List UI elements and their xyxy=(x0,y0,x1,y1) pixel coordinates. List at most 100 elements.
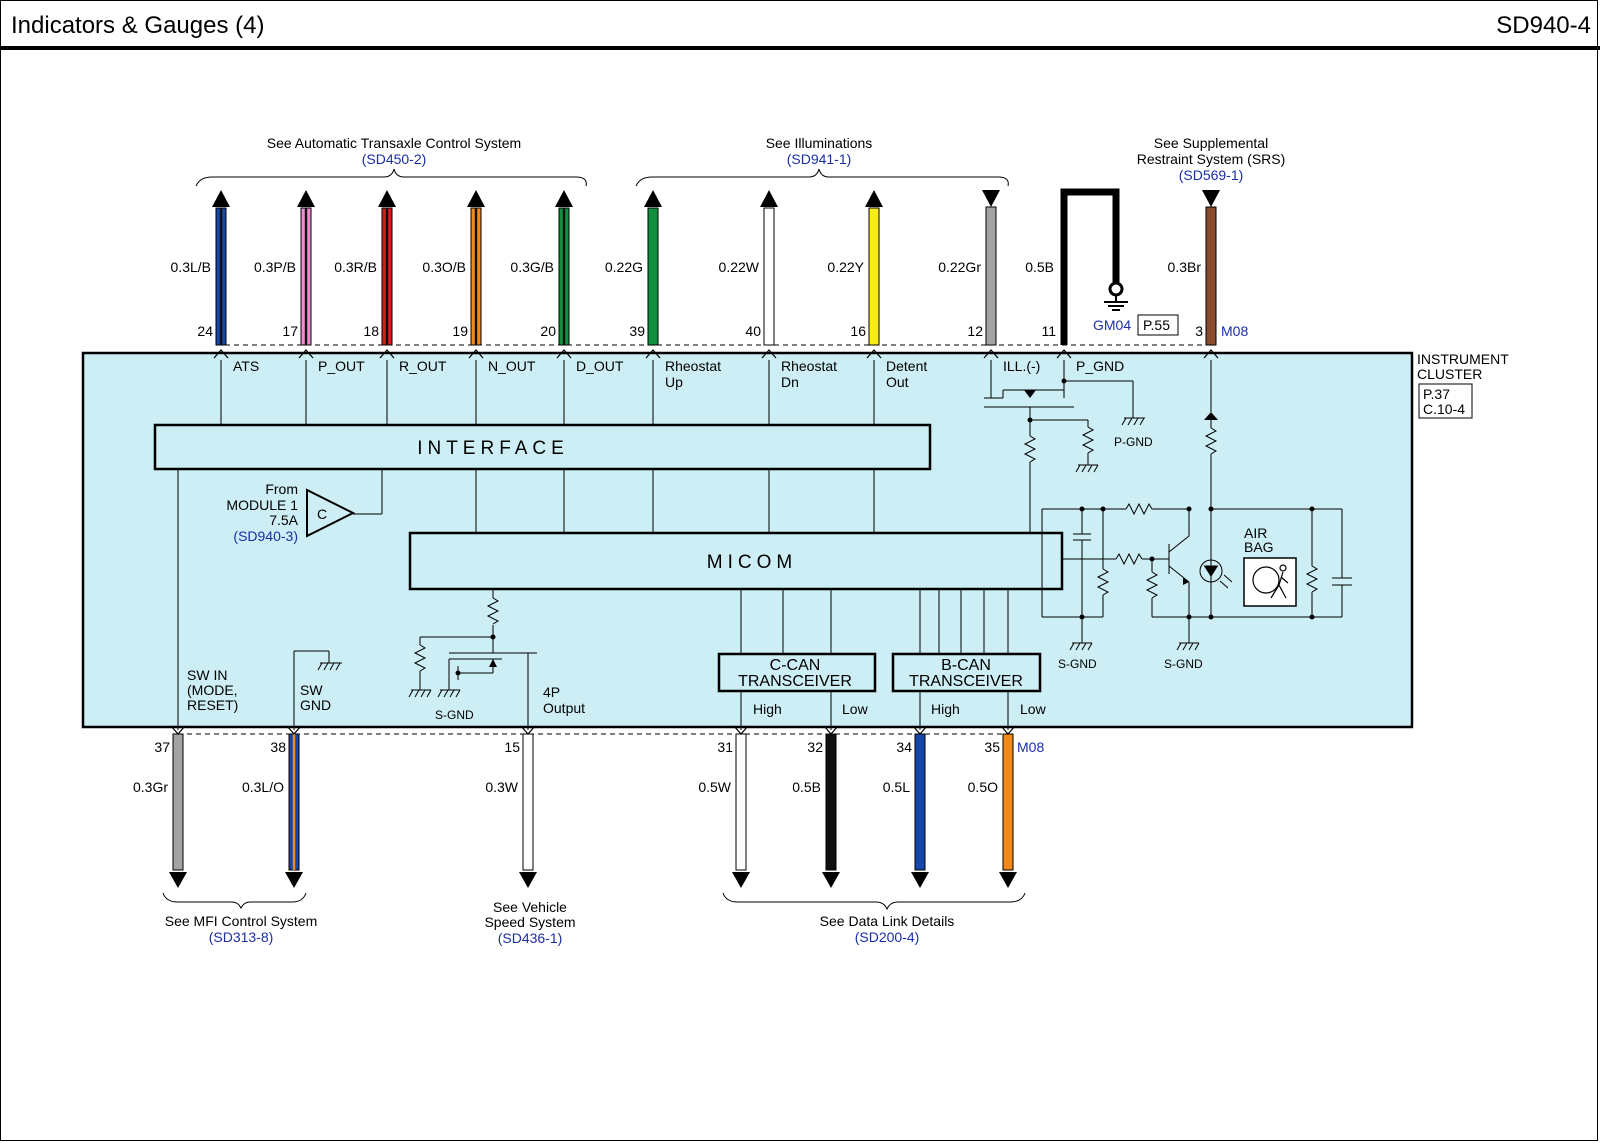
signal-name: ATS xyxy=(233,358,259,374)
mfi-reference-link[interactable]: (SD313-8) xyxy=(209,929,274,945)
signal-name: P_OUT xyxy=(318,358,365,374)
pgnd-label: P-GND xyxy=(1114,435,1153,449)
signal-name: P_GND xyxy=(1076,358,1124,374)
wire-spec-label: 0.5W xyxy=(698,779,731,795)
pin-terminal xyxy=(1056,349,1072,359)
wire-body xyxy=(172,733,184,871)
fuse-triangle xyxy=(306,488,356,538)
pin-number: 34 xyxy=(896,739,912,755)
airbag-label-line1: AIR xyxy=(1244,525,1267,541)
cluster-cell[interactable]: C.10-4 xyxy=(1423,401,1465,417)
pin-terminal xyxy=(645,349,661,359)
wire-spec-label: 0.3O/B xyxy=(422,259,466,275)
pin-number: 16 xyxy=(850,323,866,339)
pin-terminal xyxy=(520,725,536,735)
srs-reference-link[interactable]: (SD569-1) xyxy=(1179,167,1244,183)
dlc-reference-link[interactable]: (SD200-4) xyxy=(855,929,920,945)
cluster-page[interactable]: P.37 xyxy=(1423,386,1450,402)
pin-terminal xyxy=(823,725,839,735)
ccan-transceiver-block xyxy=(717,652,877,693)
power-module-label: MODULE 1 xyxy=(226,497,298,513)
sw-gnd-circuit xyxy=(293,650,342,730)
airbag-icon xyxy=(1243,557,1297,607)
power-reference-link[interactable]: (SD940-3) xyxy=(233,528,298,544)
pin-terminal xyxy=(1000,725,1016,735)
pin-terminal xyxy=(170,725,186,735)
pin-terminal xyxy=(213,349,229,359)
power-from-label: From xyxy=(265,481,298,497)
wire-spec-label: 0.3G/B xyxy=(510,259,554,275)
wire-spec-label: 0.22Y xyxy=(827,259,864,275)
sgnd-label-output: S-GND xyxy=(435,708,474,722)
ats-reference-link[interactable]: (SD450-2) xyxy=(362,151,427,167)
ats-reference-text: See Automatic Transaxle Control System xyxy=(267,135,521,151)
ccan-low-label: Low xyxy=(842,701,869,717)
ccan-label-line2: TRANSCEIVER xyxy=(738,673,852,690)
airbag-nodes xyxy=(1079,506,1315,620)
wire-end-arrow xyxy=(467,190,485,207)
airbag-label-line2: BAG xyxy=(1244,539,1274,555)
wire-body xyxy=(1002,733,1014,871)
top-connector-name[interactable]: M08 xyxy=(1221,323,1248,339)
ground-loop-wire xyxy=(1060,188,1120,345)
interface-pin-links xyxy=(177,360,1009,730)
signal-name: Rheostat xyxy=(665,358,721,374)
wire-body xyxy=(522,733,534,871)
wire-spec-label: 0.3L/O xyxy=(242,779,284,795)
wire-spec-label: 0.22G xyxy=(605,259,643,275)
top-wire-group: 0.3L/B24ATS0.3P/B17P_OUT0.3R/B18R_OUT0.3… xyxy=(171,190,1220,390)
pin-number: 24 xyxy=(197,323,213,339)
wire-end-arrow xyxy=(285,872,303,888)
srs-reference-line1: See Supplemental xyxy=(1154,135,1268,151)
fuse-label: C xyxy=(317,506,327,522)
wire-end-arrow xyxy=(297,190,315,207)
pin-terminal xyxy=(1203,349,1219,359)
ground-name[interactable]: GM04 xyxy=(1093,317,1131,333)
pin-number: 17 xyxy=(282,323,298,339)
pin-number: 39 xyxy=(629,323,645,339)
wire-end-arrow xyxy=(865,190,883,207)
bcan-label-line2: TRANSCEIVER xyxy=(909,673,1023,690)
node-dot xyxy=(490,634,496,640)
wire-body-stripe xyxy=(292,734,296,870)
swin-label-line1: SW IN xyxy=(187,667,227,683)
bottom-connector-name[interactable]: M08 xyxy=(1017,739,1044,755)
bcan-transceiver-block xyxy=(891,652,1042,693)
mfi-brace xyxy=(162,892,307,910)
wire-end-arrow xyxy=(169,872,187,888)
page-header: Indicators & Gauges (4) SD940-4 xyxy=(0,0,1600,50)
pin-number: 3 xyxy=(1195,323,1203,339)
wire-body-stripe xyxy=(474,208,478,345)
wire-spec-label: 0.5O xyxy=(968,779,998,795)
wire-end-arrow xyxy=(212,190,230,207)
fet-arrow xyxy=(1024,390,1036,398)
bcan-low-label: Low xyxy=(1020,701,1047,717)
ground-symbol-gm04 xyxy=(1104,281,1128,311)
ground-page[interactable]: P.55 xyxy=(1143,317,1170,333)
wire-end-arrow xyxy=(822,872,840,888)
illum-reference-link[interactable]: (SD941-1) xyxy=(787,151,852,167)
wire-spec-label: 0.3L/B xyxy=(171,259,211,275)
pin-terminal xyxy=(298,349,314,359)
wire-end-arrow xyxy=(999,872,1017,888)
page-code: SD940-4 xyxy=(1496,12,1591,39)
vss-reference-link[interactable]: (SD436-1) xyxy=(498,930,563,946)
wire-body-stripe xyxy=(304,208,308,345)
output-label-line2: Output xyxy=(543,700,585,716)
wire-body xyxy=(763,207,775,346)
swin-label-line2: (MODE, xyxy=(187,682,238,698)
pin-number: 20 xyxy=(540,323,556,339)
wire-body xyxy=(825,733,837,871)
pin-number: 38 xyxy=(270,739,286,755)
airbag-lamp-circuit xyxy=(1041,360,1352,651)
